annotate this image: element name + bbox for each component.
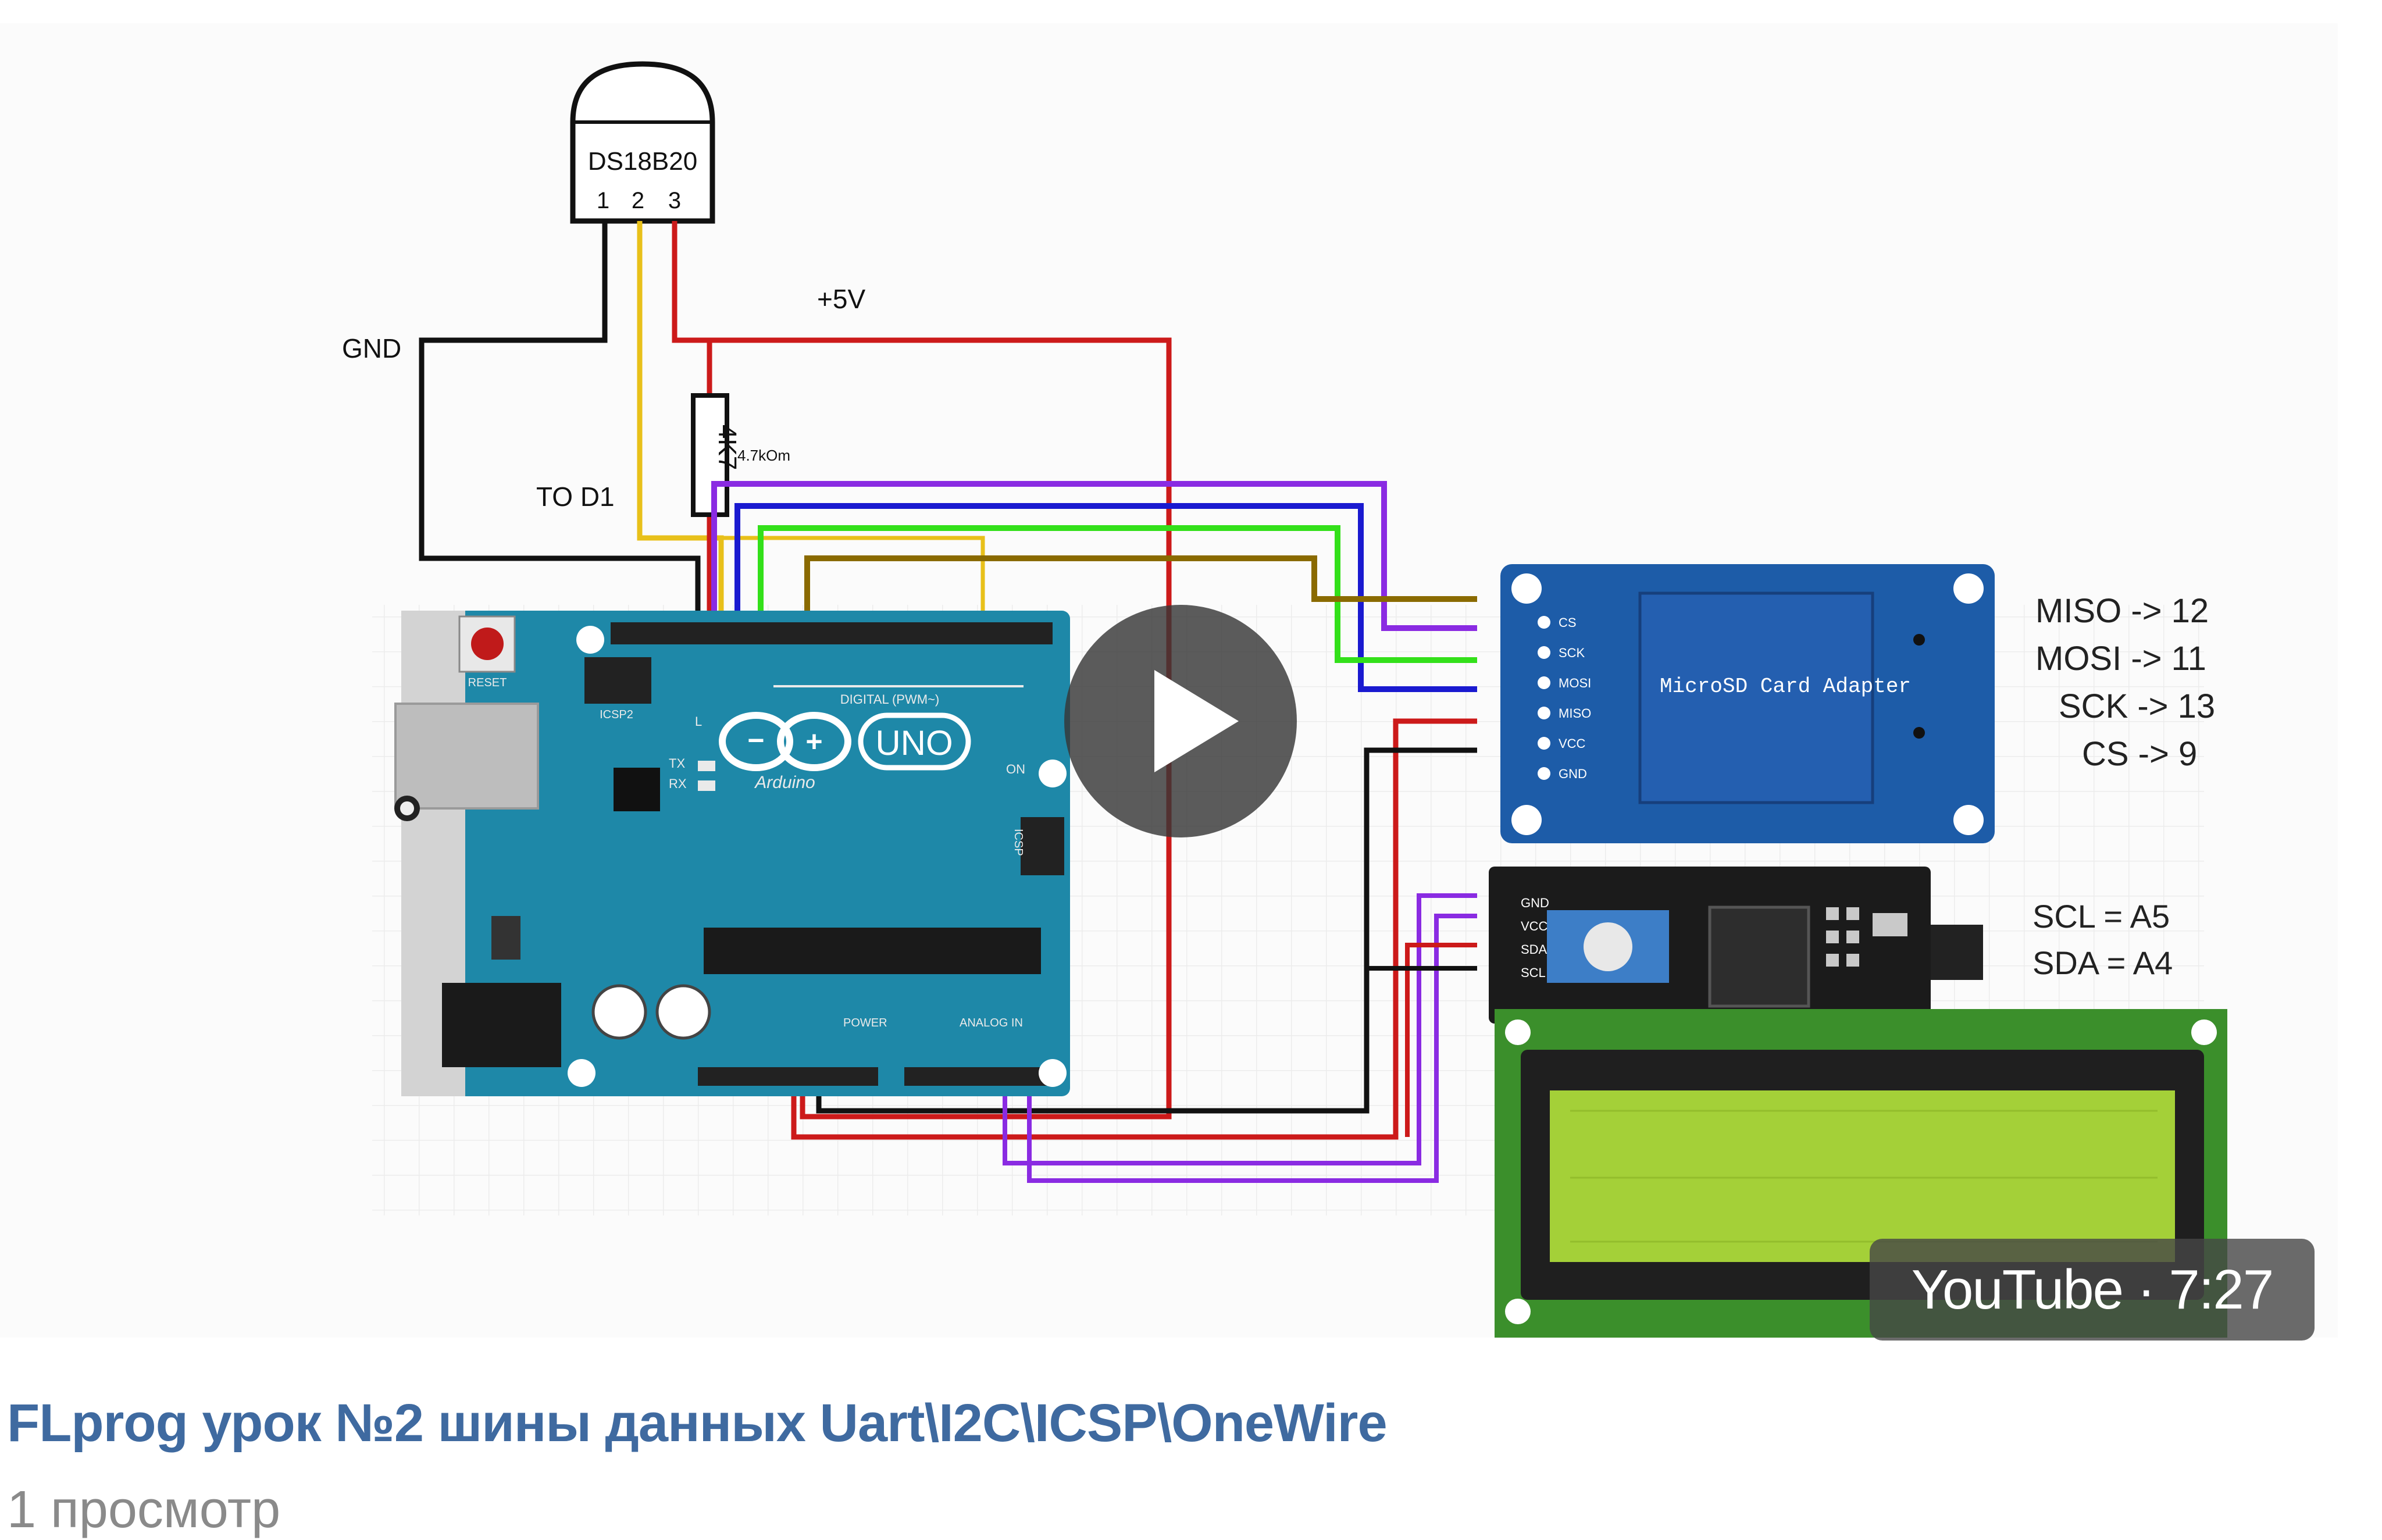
i2c-adapter: GND VCC SDA SCL [1489,867,1983,1024]
board-on-label: ON [1006,762,1025,776]
wire-data-link [721,536,985,616]
sd-note-mosi: MOSI -> 11 [2035,640,2206,678]
ds18b20-sensor: DS18B20 1 2 3 [570,61,715,224]
sensor-pin-2: 2 [632,188,644,213]
sd-pin-sck: SCK [1559,646,1585,660]
reset-button [458,615,516,673]
arduino-board: RESET ICSP2 DIGITAL (PWM~) − + UNO Ardui… [394,611,1070,1096]
microsd-module: MicroSD Card Adapter CS SCK MOSI MISO VC… [1500,564,1995,843]
sd-pin-mosi: MOSI [1559,676,1591,690]
i2c-pin-gnd: GND [1521,896,1549,910]
wire-data [637,221,724,616]
board-tx-label: TX [669,756,685,771]
board-icsp-label: ICSP [1012,829,1025,856]
wire-i2c-scl [1003,893,1477,1165]
board-reset-label: RESET [468,676,507,689]
svg-text:−: − [747,724,764,757]
i2c-pin-scl: SCL [1521,965,1546,980]
i2c-pin-vcc: VCC [1521,919,1548,933]
board-digital-label: DIGITAL (PWM~) [840,692,940,707]
i2c-note-scl: SCL = A5 [2032,898,2170,935]
sd-pin-vcc: VCC [1559,736,1586,751]
board-icsp2-label: ICSP2 [600,708,633,721]
sd-pin-gnd: GND [1559,767,1587,781]
board-logo: UNO [875,723,953,762]
resistor-value: 4.7kOm [737,447,790,464]
vcc-label: +5V [817,284,865,314]
wire-spi-purple [711,481,1477,631]
svg-text:+: + [805,725,822,758]
play-button[interactable] [1064,605,1297,837]
sd-module-title: MicroSD Card Adapter [1660,675,1911,698]
sd-note-sck: SCK -> 13 [2059,687,2215,725]
view-count: 1 просмотр [7,1481,281,1539]
sd-pin-miso: MISO [1559,706,1591,721]
wire-spi-blue [734,503,1477,692]
sd-pin-cs: CS [1559,615,1577,630]
sd-note-miso: MISO -> 12 [2035,592,2209,630]
resistor: 4K7 4.7kOm [691,393,790,517]
wire-i2c-sda [1027,914,1477,1183]
i2c-note-sda: SDA = A4 [2032,944,2173,981]
i2c-pin-sda: SDA [1521,942,1547,957]
wire-spi-brown [804,555,1477,616]
gnd-label: GND [342,333,401,363]
video-thumbnail[interactable]: DS18B20 1 2 3 4K7 4.7kOm GND +5V TO D1 [0,23,2338,1341]
board-brand: Arduino [754,773,815,792]
video-title[interactable]: FLprog урок №2 шины данных Uart\I2C\ICSP… [7,1393,1388,1453]
sensor-label: DS18B20 [588,147,697,176]
resistor-label: 4K7 [713,425,741,470]
play-icon [1154,670,1239,772]
wire-spi-green [758,525,1477,663]
board-l-label: L [695,714,702,729]
to-d1-label: TO D1 [536,482,615,512]
board-analog-label: ANALOG IN [960,1017,1023,1029]
board-rx-label: RX [669,776,687,791]
sensor-pin-3: 3 [668,188,681,213]
wire-gnd [419,221,701,616]
board-power-label: POWER [843,1017,887,1029]
duration-badge: YouTube · 7:27 [1870,1239,2315,1341]
wire-sd-vcc [791,718,1477,1140]
sensor-pin-1: 1 [597,188,609,213]
wire-i2c-vcc [1405,943,1477,1137]
sd-note-cs: CS -> 9 [2082,735,2197,773]
